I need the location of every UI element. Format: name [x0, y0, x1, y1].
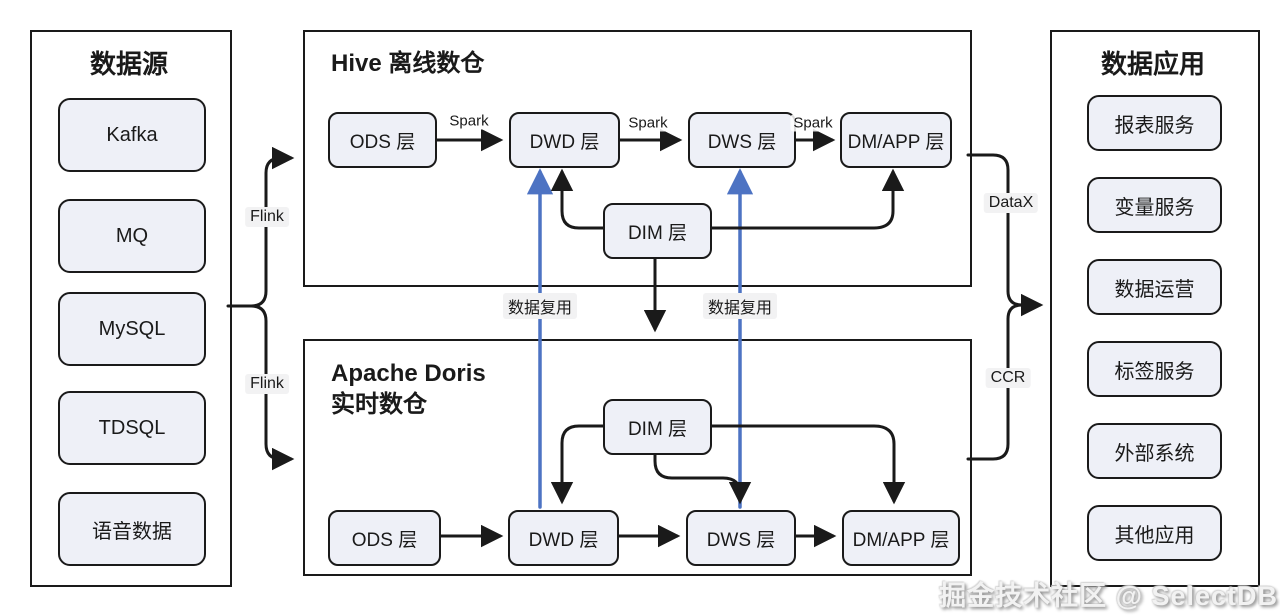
watermark-text: 掘金技术社区 @ SelectDB [939, 581, 1278, 611]
label-ccr: CCR [985, 368, 1031, 388]
hive-dws-node: DWS 层 [688, 112, 796, 168]
hive-dmapp-node: DM/APP 层 [840, 112, 952, 168]
hive-dim-node: DIM 层 [603, 203, 712, 259]
app-external-system-node: 外部系统 [1087, 423, 1222, 479]
data-sources-panel [30, 30, 232, 587]
app-other-apps-node: 其他应用 [1087, 505, 1222, 561]
label-flink-bottom: Flink [245, 374, 289, 394]
source-voice-data-node: 语音数据 [58, 492, 206, 566]
data-apps-title: 数据应用 [1100, 49, 1205, 79]
app-report-service-node: 报表服务 [1087, 95, 1222, 151]
doris-title-line1: Apache Doris [331, 360, 486, 387]
source-mq-node: MQ [58, 199, 206, 273]
flink-arrow-to-hive [249, 146, 295, 308]
doris-dwd-node: DWD 层 [508, 510, 619, 566]
datax-line-from-hive [966, 153, 1010, 293]
hive-warehouse-title: Hive 离线数仓 [331, 50, 485, 77]
label-flink-top: Flink [245, 207, 289, 227]
data-sources-title: 数据源 [89, 49, 168, 79]
doris-dim-node: DIM 层 [603, 399, 712, 455]
label-spark-3: Spark [790, 114, 836, 132]
doris-dws-node: DWS 层 [686, 510, 796, 566]
label-spark-2: Spark [625, 114, 671, 132]
source-kafka-node: Kafka [58, 98, 206, 172]
app-tag-service-node: 标签服务 [1087, 341, 1222, 397]
merge-join-line [1006, 303, 1024, 321]
label-spark-1: Spark [446, 112, 492, 130]
label-data-reuse-right: 数据复用 [702, 293, 778, 319]
doris-warehouse-title: Apache Doris 实时数仓 [331, 358, 486, 420]
source-tdsql-node: TDSQL [58, 391, 206, 465]
doris-ods-node: ODS 层 [328, 510, 441, 566]
doris-dmapp-node: DM/APP 层 [842, 510, 960, 566]
data-apps-panel [1050, 30, 1260, 587]
app-data-operations-node: 数据运营 [1087, 259, 1222, 315]
hive-dwd-node: DWD 层 [509, 112, 620, 168]
merged-arrow-to-apps [1006, 289, 1044, 317]
label-datax: DataX [983, 193, 1039, 213]
hive-ods-node: ODS 层 [328, 112, 437, 168]
source-mysql-node: MySQL [58, 292, 206, 366]
app-variable-service-node: 变量服务 [1087, 177, 1222, 233]
ccr-line-from-doris [966, 317, 1010, 461]
label-data-reuse-left: 数据复用 [502, 293, 578, 319]
doris-title-line2: 实时数仓 [331, 391, 427, 418]
